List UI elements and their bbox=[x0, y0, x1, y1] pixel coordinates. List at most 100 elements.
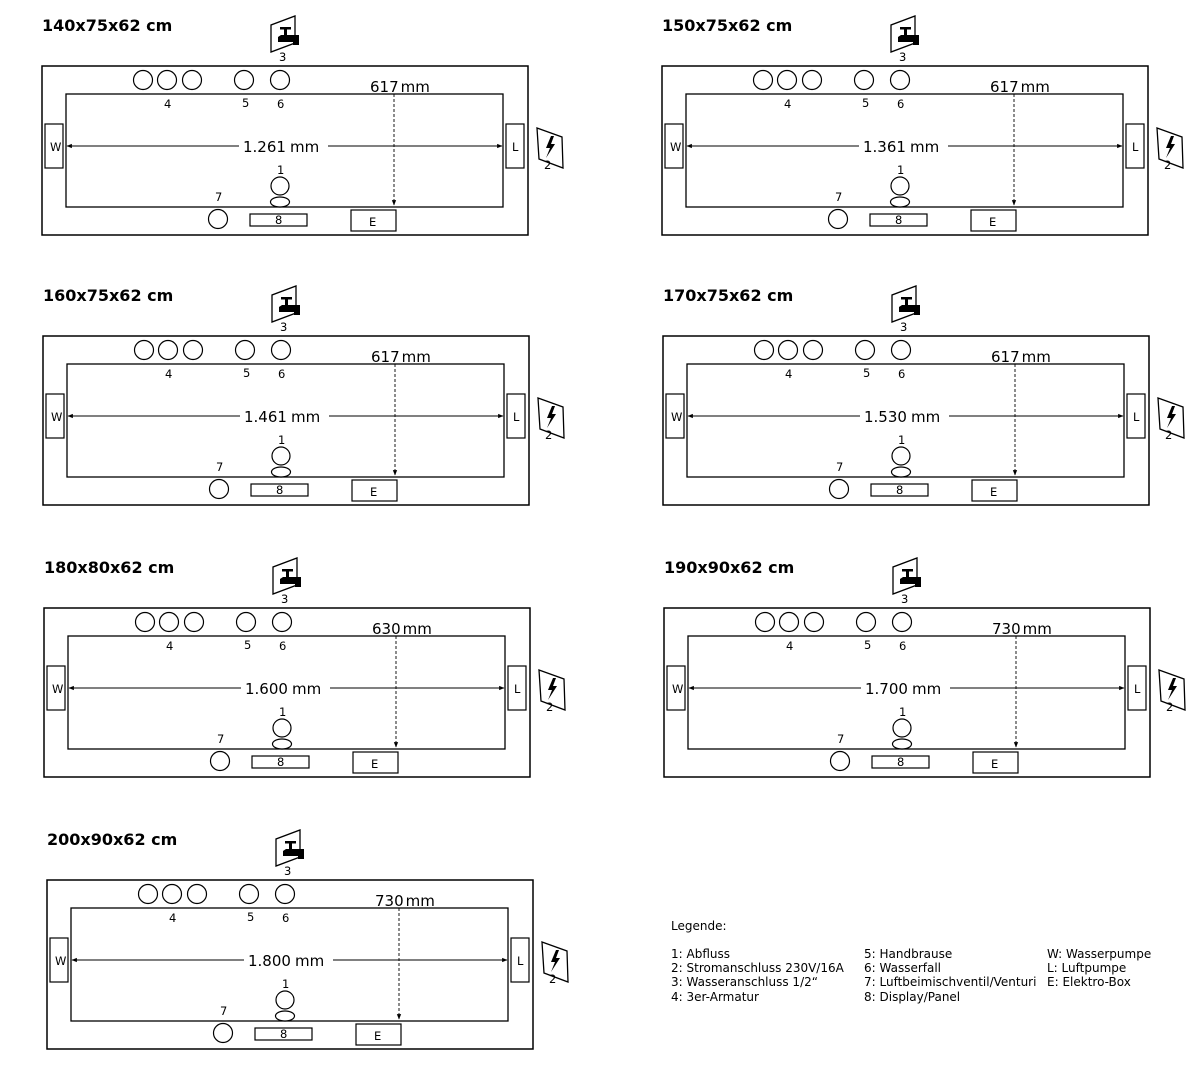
tub-title: 200x90x62 cm bbox=[47, 830, 177, 849]
waterfall-number: 6 bbox=[898, 367, 905, 381]
drain-overflow bbox=[269, 196, 291, 208]
air-pump-label: L bbox=[1134, 682, 1141, 696]
fitting-nozzle bbox=[137, 883, 159, 905]
electro-box bbox=[970, 209, 1017, 232]
display-panel-box bbox=[869, 213, 928, 227]
legend: Legende: 1: Abfluss 2: Stromanschluss 23… bbox=[671, 919, 1151, 1004]
tub-outer-frame bbox=[46, 879, 534, 1050]
tub-title: 190x90x62 cm bbox=[664, 558, 794, 577]
fitting-nozzle bbox=[157, 339, 179, 361]
hand-shower-circle bbox=[233, 69, 255, 91]
display-panel-number: 8 bbox=[276, 483, 283, 497]
tub-title: 180x80x62 cm bbox=[44, 558, 174, 577]
fitting-nozzle bbox=[803, 611, 825, 633]
water-connection-number: 3 bbox=[899, 50, 906, 64]
water-pump-box bbox=[44, 123, 64, 169]
power-connection-number: 2 bbox=[1165, 428, 1172, 442]
drain-number: 1 bbox=[279, 705, 286, 719]
water-tap-icon bbox=[275, 829, 304, 867]
power-icon bbox=[1156, 127, 1184, 169]
drain-circle bbox=[272, 718, 292, 738]
water-pump-label: W bbox=[670, 140, 681, 154]
drain-circle bbox=[271, 446, 291, 466]
display-panel-box bbox=[249, 213, 308, 227]
hand-shower-number: 5 bbox=[242, 96, 249, 110]
fitting-number: 4 bbox=[165, 367, 172, 381]
hand-shower-circle bbox=[853, 69, 875, 91]
display-panel-box bbox=[871, 755, 930, 769]
legend-item: W: Wasserpumpe bbox=[1047, 947, 1151, 961]
fitting-nozzle bbox=[161, 883, 183, 905]
drain-circle bbox=[270, 176, 290, 196]
fitting-nozzle bbox=[133, 339, 155, 361]
power-icon bbox=[538, 669, 566, 711]
water-pump-box bbox=[664, 123, 684, 169]
legend-item: 4: 3er-Armatur bbox=[671, 990, 759, 1004]
air-pump-box bbox=[1127, 665, 1147, 711]
fitting-nozzle bbox=[158, 611, 180, 633]
tub-outer-frame bbox=[42, 335, 530, 506]
display-panel-box bbox=[254, 1027, 313, 1041]
fitting-nozzle bbox=[802, 339, 824, 361]
power-connection-number: 2 bbox=[1166, 700, 1173, 714]
electro-box bbox=[352, 751, 399, 774]
waterfall-number: 6 bbox=[279, 639, 286, 653]
display-panel-number: 8 bbox=[895, 213, 902, 227]
water-connection-number: 3 bbox=[280, 320, 287, 334]
air-valve-number: 7 bbox=[216, 460, 223, 474]
power-connection-number: 2 bbox=[544, 158, 551, 172]
drain-overflow bbox=[889, 196, 911, 208]
fitting-number: 4 bbox=[169, 911, 176, 925]
power-connection-number: 2 bbox=[1164, 158, 1171, 172]
display-panel-number: 8 bbox=[897, 755, 904, 769]
electro-box bbox=[355, 1023, 402, 1046]
air-pump-label: L bbox=[1133, 410, 1140, 424]
hand-shower-number: 5 bbox=[247, 910, 254, 924]
air-valve-circle bbox=[212, 1022, 234, 1044]
tub-outer-frame bbox=[41, 65, 529, 236]
drain-circle bbox=[890, 176, 910, 196]
legend-item: 5: Handbrause bbox=[864, 947, 952, 961]
electro-box-label: E bbox=[990, 485, 997, 499]
fitting-nozzle bbox=[752, 69, 774, 91]
legend-item: L: Luftpumpe bbox=[1047, 961, 1126, 975]
electro-box-label: E bbox=[374, 1029, 381, 1043]
electro-box-label: E bbox=[369, 215, 376, 229]
legend-item: 3: Wasseranschluss 1/2“ bbox=[671, 975, 818, 989]
fitting-number: 4 bbox=[784, 97, 791, 111]
air-pump-box bbox=[507, 665, 527, 711]
power-connection-number: 2 bbox=[549, 972, 556, 986]
fitting-nozzle bbox=[777, 339, 799, 361]
electro-box-label: E bbox=[371, 757, 378, 771]
drain-circle bbox=[275, 990, 295, 1010]
air-pump-label: L bbox=[514, 682, 521, 696]
fitting-number: 4 bbox=[166, 639, 173, 653]
waterfall-circle bbox=[270, 339, 292, 361]
hand-shower-number: 5 bbox=[864, 638, 871, 652]
electro-box bbox=[972, 751, 1019, 774]
water-connection-number: 3 bbox=[279, 50, 286, 64]
power-icon bbox=[536, 127, 564, 169]
tub-outer-frame bbox=[662, 335, 1150, 506]
hand-shower-circle bbox=[855, 611, 877, 633]
air-valve-circle bbox=[207, 208, 229, 230]
drain-number: 1 bbox=[277, 163, 284, 177]
water-pump-box bbox=[46, 665, 66, 711]
drain-overflow bbox=[270, 466, 292, 478]
water-connection-number: 3 bbox=[901, 592, 908, 606]
tub-title: 140x75x62 cm bbox=[42, 16, 172, 35]
water-tap-icon bbox=[890, 15, 919, 53]
legend-item: 8: Display/Panel bbox=[864, 990, 960, 1004]
